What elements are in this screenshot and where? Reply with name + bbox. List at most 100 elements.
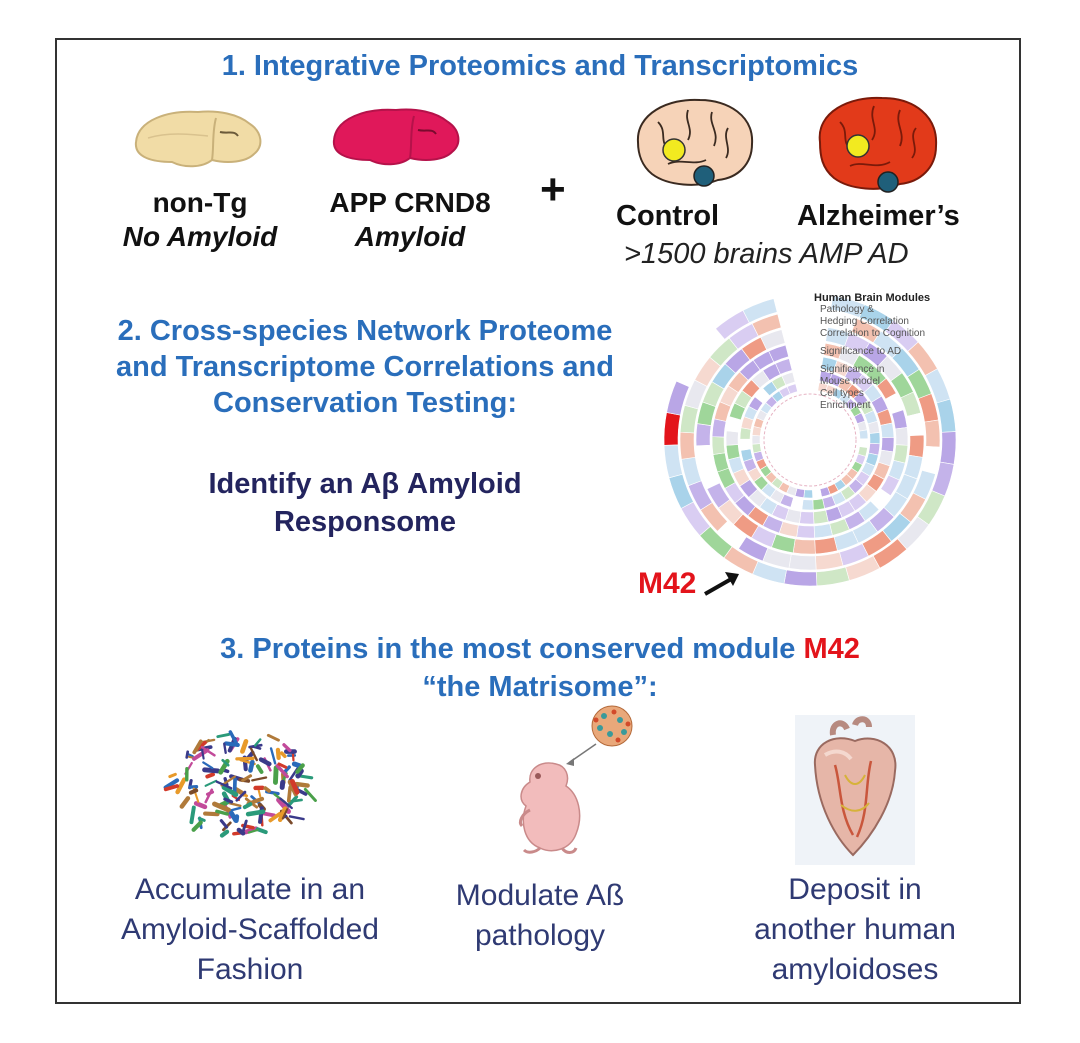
scaffold-fibril (241, 819, 248, 833)
scaffold-fibril (243, 826, 259, 835)
circos-segment (679, 431, 696, 460)
scaffold-fibril (279, 779, 286, 790)
m42-module-label: M42 (638, 567, 697, 600)
circos-segment (813, 523, 833, 539)
circos-segment (725, 444, 741, 460)
scaffold-fibril (295, 768, 304, 779)
scaffold-fibril (192, 739, 203, 755)
caption-line: pathology (474, 919, 606, 952)
circos-module-plot (663, 295, 957, 587)
circos-legend-row: Pathology & (820, 304, 874, 315)
section3-title-line1: 3. Proteins in the most conserved module… (60, 630, 1020, 668)
scaffold-fibril (200, 746, 216, 757)
scaffold-fibril (288, 815, 305, 821)
scaffold-fibril (245, 809, 266, 817)
scaffold-fibril (191, 820, 203, 832)
scaffold-fibril (282, 743, 292, 753)
scaffold-fibril (221, 785, 239, 798)
circos-segment (891, 409, 908, 430)
circos-segment (799, 511, 815, 525)
circos-segment (751, 443, 762, 454)
scaffold-fibril (257, 789, 262, 798)
scaffold-fibril (175, 777, 187, 795)
circos-segment (788, 554, 817, 571)
section2-title-line1: 2. Cross-species Network Proteome (117, 315, 613, 347)
scaffold-fibril (251, 776, 268, 782)
scaffold-fibril (273, 765, 279, 785)
scaffold-fibril (193, 801, 208, 810)
scaffold-fibril (188, 788, 199, 795)
heart-illustration (795, 715, 915, 865)
caption-accumulate: Accumulate in an Amyloid-Scaffolded Fash… (90, 870, 410, 990)
nontg-label: non-Tg No Amyloid (100, 186, 300, 254)
circos-segment (815, 566, 850, 587)
control-human-brain-icon (636, 98, 754, 187)
circos-segment (894, 427, 909, 446)
circos-segment (712, 452, 730, 473)
nontg-line1: non-Tg (152, 187, 248, 218)
scaffold-fibril (202, 761, 214, 770)
scaffold-fibril (223, 797, 234, 804)
scaffold-fibril (215, 809, 229, 816)
scaffold-fibril (268, 811, 282, 823)
scaffold-fibril (258, 757, 272, 767)
scaffold-fibril (283, 765, 291, 774)
scaffold-fibril (228, 730, 238, 745)
scaffold-fibril (189, 805, 196, 825)
scaffold-fibril (247, 829, 259, 834)
circos-segment (801, 499, 814, 511)
responsome-line1: Identify an Aβ Amyloid (208, 468, 522, 500)
circos-segment (775, 358, 793, 375)
alzheimers-label: Alzheimer’s (797, 200, 960, 232)
circos-segment (760, 329, 786, 351)
caption-line: amyloidoses (771, 953, 939, 986)
scaffold-fibril (185, 750, 190, 759)
circos-segment (880, 422, 895, 439)
circos-segment (792, 538, 816, 555)
control-label: Control (616, 200, 720, 232)
amyloid-scaffold-illustration (163, 730, 317, 838)
scaffold-fibril (215, 780, 233, 790)
circos-segment (939, 431, 957, 465)
circos-segment (924, 419, 941, 448)
section2-title-line2: and Transcriptome Correlations and (116, 351, 614, 383)
circos-legend-row: Significance in Mouse model (820, 364, 885, 387)
alzheimers-human-brain-icon (818, 96, 938, 193)
scaffold-fibril (168, 772, 177, 779)
circos-legend-row: Enrichment (820, 400, 871, 411)
caption-line: Accumulate in an (134, 873, 366, 906)
scaffold-fibril (163, 778, 180, 790)
circos-segment (786, 383, 798, 395)
circos-segment (869, 432, 881, 445)
circos-segment (751, 434, 761, 445)
scaffold-fibril (255, 827, 268, 835)
scaffold-fibril (286, 785, 292, 803)
scaffold-fibril (287, 798, 303, 803)
section3-title-text: 3. Proteins in the most conserved module (220, 633, 804, 665)
cohort-note: >1500 brains AMP AD (624, 238, 909, 270)
scaffold-fibril (205, 790, 215, 796)
caption-modulate: Modulate Aß pathology (430, 876, 650, 956)
caption-line: Deposit in (788, 873, 922, 906)
scaffold-fibril (205, 772, 215, 779)
circos-segment (663, 412, 681, 446)
scaffold-fibril (219, 819, 229, 829)
circos-segment (711, 436, 726, 455)
circos-segment (711, 418, 727, 438)
app-line2: Amyloid (354, 221, 466, 252)
scaffold-fibril (201, 748, 205, 760)
scaffold-fibril (263, 786, 271, 793)
scaffold-fibril (255, 764, 264, 774)
circos-segment (768, 344, 789, 363)
scaffold-fibril (163, 784, 180, 792)
caption-line: Modulate Aß (455, 879, 625, 912)
m42-arrow-icon (704, 572, 739, 596)
scaffold-fibril (242, 802, 253, 810)
scaffold-fibril (221, 758, 230, 767)
circos-segment (679, 404, 699, 434)
scaffold-fibril (240, 738, 249, 754)
scaffold-fibril (197, 816, 206, 822)
app-crnd8-mouse-brain-icon (332, 108, 460, 166)
section3-module-name: M42 (803, 633, 860, 665)
scaffold-fibril (266, 733, 280, 742)
